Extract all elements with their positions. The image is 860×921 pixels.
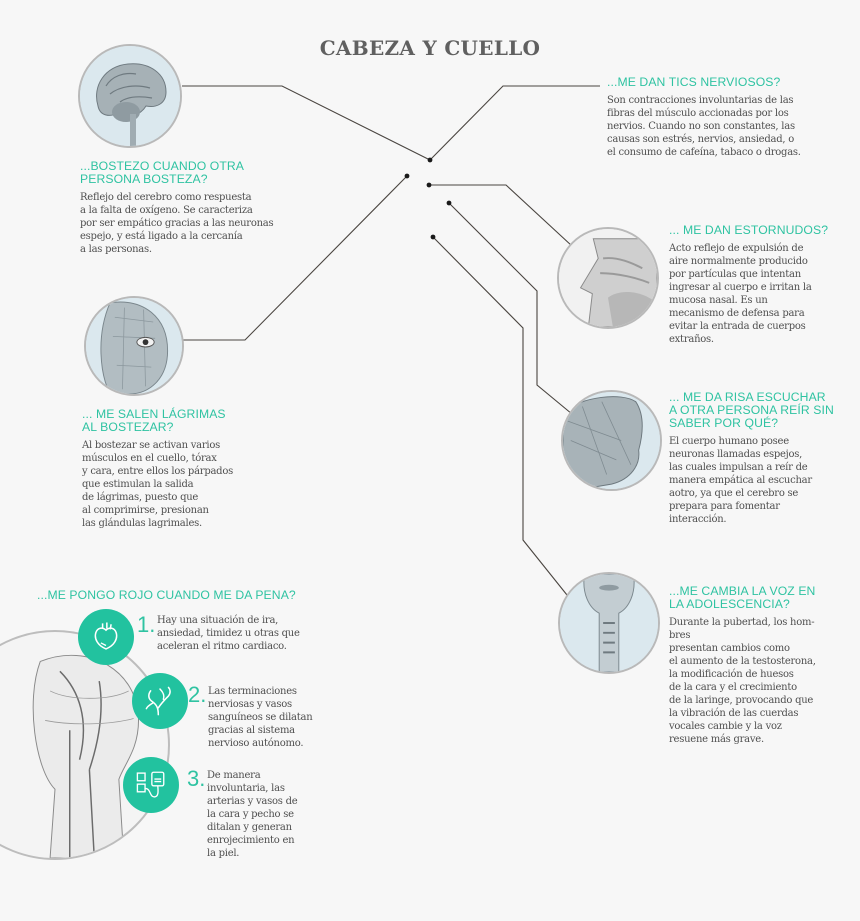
connector-estornudos <box>429 184 573 247</box>
tics-body: Son contracciones involuntarias de las f… <box>607 95 801 158</box>
section-lagrimas: ... ME SALEN LÁGRIMAS AL BOSTEZAR? Al bo… <box>82 408 302 530</box>
section-bostezo: ...BOSTEZO CUANDO OTRA PERSONA BOSTEZA? … <box>80 160 310 256</box>
tics-heading: ...ME DAN TICS NERVIOSOS? <box>607 75 781 89</box>
risa-heading: ... ME DA RISA ESCUCHAR A OTRA PERSONA R… <box>669 390 834 430</box>
lagrimas-heading: ... ME SALEN LÁGRIMAS AL BOSTEZAR? <box>82 407 226 434</box>
voz-heading: ...ME CAMBIA LA VOZ EN LA ADOLESCENCIA? <box>669 584 816 611</box>
neck-icon <box>560 574 658 672</box>
cheek-icon <box>563 392 660 489</box>
risa-body: El cuerpo humano posee neuronas llamadas… <box>669 436 812 525</box>
section-risa: ... ME DA RISA ESCUCHAR A OTRA PERSONA R… <box>669 391 849 526</box>
nerve-branch-icon <box>145 686 171 716</box>
nasal-cavity-illustration <box>557 227 659 329</box>
brain-icon <box>80 46 180 146</box>
connector-dot <box>426 182 432 188</box>
step-3-number: 3. <box>187 766 206 791</box>
connector-bostezo <box>182 85 431 161</box>
step-2-text: Las terminaciones nerviosas y vasos sang… <box>208 686 313 749</box>
voz-body: Durante la pubertad, los hom- bres prese… <box>669 617 816 745</box>
estornudos-body: Acto reflejo de expulsión de aire normal… <box>669 243 812 345</box>
step-2-icon-circle <box>132 673 188 729</box>
step-1-text: Hay una situación de ira, ansiedad, timi… <box>157 615 300 652</box>
blood-pressure-monitor-icon <box>136 771 165 798</box>
section-estornudos: ... ME DAN ESTORNUDOS? Acto reflejo de e… <box>669 224 844 346</box>
face-muscles-illustration <box>84 296 184 396</box>
step-2-number: 2. <box>188 682 207 707</box>
bostezo-heading: ...BOSTEZO CUANDO OTRA PERSONA BOSTEZA? <box>80 159 245 186</box>
heart-icon <box>94 622 118 650</box>
connector-dot <box>404 173 410 179</box>
connector-lagrimas <box>183 175 408 341</box>
neck-larynx-illustration <box>558 572 660 674</box>
step-3-text: De manera involuntaria, las arterias y v… <box>207 770 298 859</box>
step-1-icon-circle <box>78 609 134 665</box>
section-voz: ...ME CAMBIA LA VOZ EN LA ADOLESCENCIA? … <box>669 585 849 746</box>
page-title: CABEZA Y CUELLO <box>319 36 541 60</box>
connector-dot <box>427 157 433 163</box>
estornudos-heading: ... ME DAN ESTORNUDOS? <box>669 223 829 237</box>
step-3-icon-circle <box>123 757 179 813</box>
cheek-muscles-illustration <box>561 390 662 491</box>
connector-dot <box>446 200 452 206</box>
section-tics: ...ME DAN TICS NERVIOSOS? Son contraccio… <box>607 76 847 159</box>
connector-dot <box>430 234 436 240</box>
bostezo-body: Reflejo del cerebro como respuesta a la … <box>80 192 274 255</box>
nose-icon <box>559 229 657 327</box>
face-icon <box>86 298 182 394</box>
brain-illustration <box>78 44 182 148</box>
rojo-heading: ...ME PONGO ROJO CUANDO ME DA PENA? <box>37 588 296 602</box>
connector-risa <box>448 202 573 415</box>
connector-voz <box>432 236 572 601</box>
step-1-number: 1. <box>137 612 156 637</box>
lagrimas-body: Al bostezar se activan varios músculos e… <box>82 440 233 529</box>
connector-tics <box>429 85 600 161</box>
